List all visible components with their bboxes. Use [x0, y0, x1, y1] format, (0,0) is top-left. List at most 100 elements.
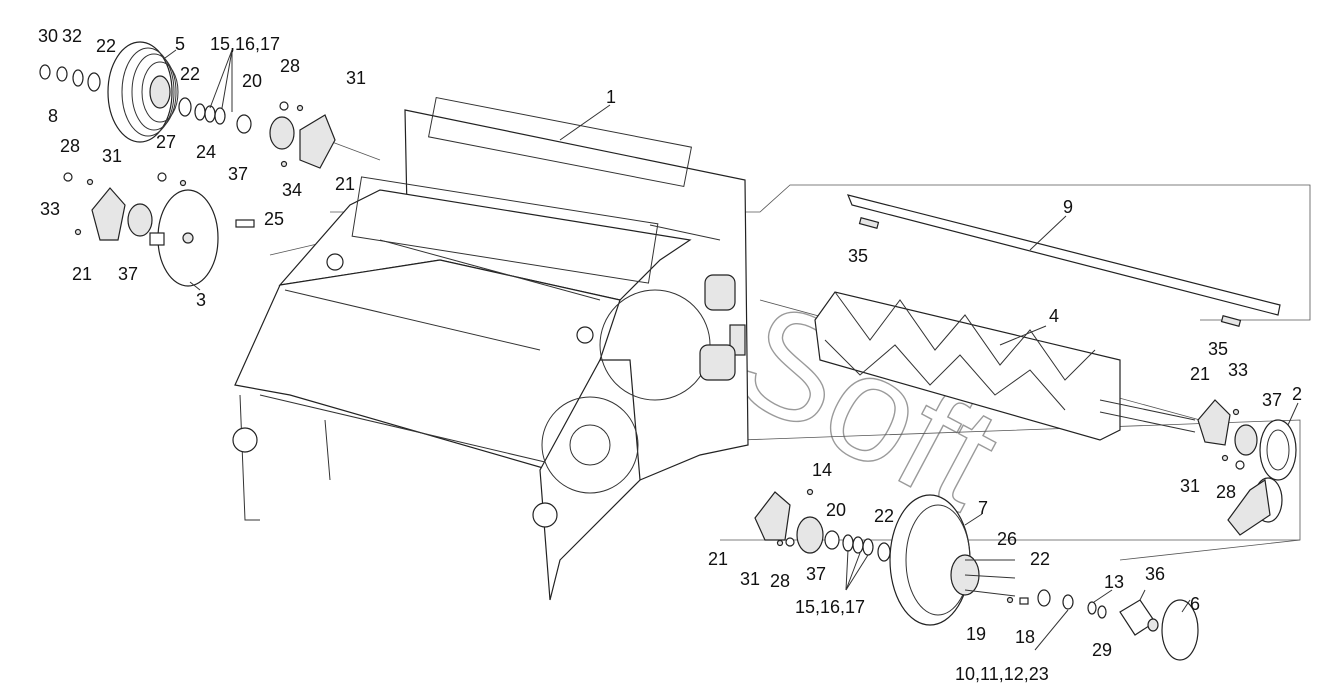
callout-21: 21: [335, 174, 355, 194]
callout-31: 31: [1180, 476, 1200, 496]
flange-21-left: [91, 187, 126, 241]
nut-28-bottom: [785, 537, 795, 547]
callout-24: 24: [196, 142, 216, 162]
ring-22-lower: [1037, 589, 1051, 607]
callout-26: 26: [997, 529, 1017, 549]
ring-22-top-left: [87, 72, 101, 92]
callout-22: 22: [1030, 549, 1050, 569]
hub-36: [1119, 599, 1159, 636]
flange-21-bottom: [754, 491, 791, 541]
ring-20-bottom: [824, 530, 840, 550]
callout-20: 20: [826, 500, 846, 520]
callout-14: 14: [812, 460, 832, 480]
callout-13: 13: [1104, 572, 1124, 592]
bolt-31-bottom: [776, 539, 784, 547]
callout-33: 33: [1228, 360, 1248, 380]
callout-29: 29: [1092, 640, 1112, 660]
bolt-33-left: [74, 228, 82, 236]
cover-plate-3: [149, 189, 219, 287]
callout-5: 5: [175, 34, 185, 54]
callout-34: 34: [282, 180, 302, 200]
callout-7: 7: [978, 498, 988, 518]
nut-27: [157, 172, 167, 182]
housing-frame: [232, 96, 749, 601]
callout-28: 28: [280, 56, 300, 76]
pin-19: [1006, 596, 1014, 604]
callout-25: 25: [264, 209, 284, 229]
pulley-2: [1227, 419, 1297, 536]
rings-15-16-17-bottom: [842, 534, 874, 556]
callout-33: 33: [40, 199, 60, 219]
bearing-37-left: [127, 203, 153, 237]
callout-18: 18: [1015, 627, 1035, 647]
callout-labels: 30 32 22 5 15,16,17 22 20 28 31 8 28 31 …: [38, 26, 1302, 684]
bolt-31-left: [86, 178, 94, 186]
flange-21-top: [299, 114, 336, 169]
callout-10-11-12-23: 10,11,12,23: [955, 664, 1049, 684]
callout-20: 20: [242, 71, 262, 91]
callout-8: 8: [48, 106, 58, 126]
callout-28: 28: [60, 136, 80, 156]
callout-15-16-17: 15,16,17: [210, 34, 280, 54]
cover-6: [1161, 599, 1199, 661]
callout-37: 37: [806, 564, 826, 584]
leader-lines: [164, 49, 1299, 651]
callout-3: 3: [196, 290, 206, 310]
callout-4: 4: [1049, 306, 1059, 326]
callout-28: 28: [770, 571, 790, 591]
ring-22-top: [178, 97, 192, 117]
callout-31: 31: [740, 569, 760, 589]
callout-27: 27: [156, 132, 176, 152]
callout-37: 37: [118, 264, 138, 284]
callout-21: 21: [72, 264, 92, 284]
washer-29: [1097, 605, 1107, 619]
pulley-5: [107, 41, 179, 143]
callout-6: 6: [1190, 594, 1200, 614]
flange-21-right: [1197, 399, 1231, 446]
bolt-14: [806, 488, 814, 496]
callout-28: 28: [1216, 482, 1236, 502]
callout-35: 35: [1208, 339, 1228, 359]
callout-35: 35: [848, 246, 868, 266]
washer-32: [56, 66, 68, 82]
callout-36: 36: [1145, 564, 1165, 584]
bolt-24: [179, 179, 187, 187]
callout-9: 9: [1063, 197, 1073, 217]
bearing-37-bottom: [796, 516, 824, 554]
callout-30: 30: [38, 26, 58, 46]
washer-10: [1062, 594, 1074, 610]
washer-30: [39, 64, 51, 80]
callout-15-16-17: 15,16,17: [795, 597, 865, 617]
callout-37: 37: [1262, 390, 1282, 410]
callout-22: 22: [874, 506, 894, 526]
bolt-33-right: [1232, 408, 1240, 416]
nut-28-left: [63, 172, 73, 182]
bolt-25: [235, 219, 255, 228]
callout-31: 31: [102, 146, 122, 166]
callout-19: 19: [966, 624, 986, 644]
callout-32: 32: [62, 26, 82, 46]
bolt-31-right: [1221, 454, 1229, 462]
rotor-4: [814, 291, 1196, 441]
bolt-31-top: [296, 104, 304, 112]
pulley-7: [889, 494, 1016, 626]
callout-21: 21: [708, 549, 728, 569]
callout-31: 31: [346, 68, 366, 88]
callout-21: 21: [1190, 364, 1210, 384]
callout-1: 1: [606, 87, 616, 107]
callout-2: 2: [1292, 384, 1302, 404]
ring-20-top: [236, 114, 252, 134]
callout-22: 22: [96, 36, 116, 56]
ring-13: [1087, 601, 1097, 615]
rings-15-16-17-top: [194, 103, 226, 125]
nut-28-top: [279, 101, 289, 111]
ring-8: [72, 69, 84, 87]
bearing-37-right: [1234, 424, 1258, 456]
callout-22: 22: [180, 64, 200, 84]
nut-28-right: [1235, 460, 1245, 470]
bolt-18: [1019, 597, 1029, 605]
bolt-34: [280, 160, 288, 168]
ring-22-bottom: [877, 542, 891, 562]
shaft-9: [847, 194, 1281, 327]
